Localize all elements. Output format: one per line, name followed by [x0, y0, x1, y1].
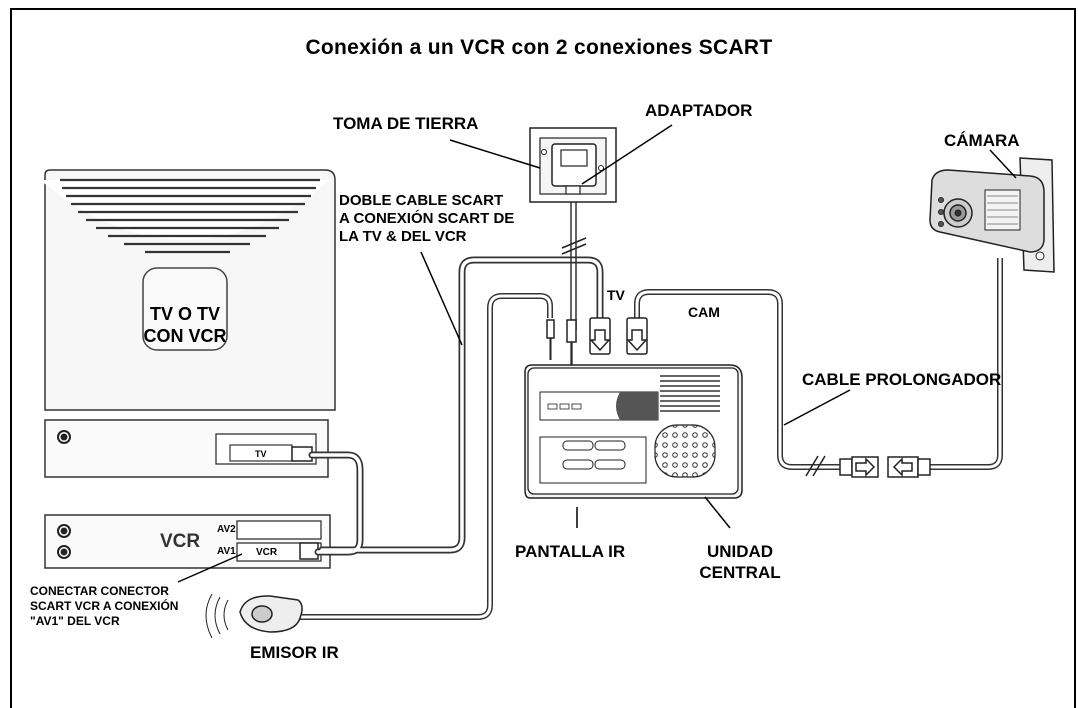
tv-scart-text: TV: [255, 449, 267, 459]
vcr-scart-text: VCR: [256, 547, 278, 558]
camera-label: CÁMARA: [944, 131, 1020, 150]
central-unit-label-1: UNIDAD: [706, 542, 774, 561]
tv-cable-label: TV: [607, 287, 625, 303]
tv-label-1: TV O TV: [149, 304, 220, 324]
av1-text: AV1: [217, 546, 236, 557]
scart-double-cable-inner: [310, 258, 602, 554]
double-scart-label-2: A CONEXIÓN SCART DE: [339, 210, 515, 227]
av2-text: AV2: [217, 524, 236, 535]
ir-screen-label: PANTALLA IR: [515, 542, 626, 561]
vcr-connect-label-2: SCART VCR A CONEXIÓN: [30, 599, 179, 613]
vcr-connect-label-3: "AV1" DEL VCR: [30, 614, 120, 628]
double-scart-label-1: DOBLE CABLE SCART: [339, 192, 504, 209]
vcr-connect-label-1: CONECTAR CONECTOR: [30, 584, 169, 598]
tv-label-2: CON VCR: [143, 326, 227, 346]
wall-adapter: [529, 127, 617, 203]
ir-emitter-label: EMISOR IR: [250, 643, 339, 662]
double-scart-label-3: LA TV & DEL VCR: [339, 228, 467, 245]
adapter-cable: [570, 195, 577, 330]
extension-cable-label: CABLE PROLONGADOR: [802, 370, 1002, 389]
tv-speaker-grille: [40, 178, 330, 254]
extension-connectors: [839, 456, 931, 478]
tv-logo-panel: [142, 267, 228, 351]
ir-emitter: [205, 593, 303, 639]
diagram-frame: [10, 8, 1076, 708]
plugs: [546, 317, 648, 365]
central-unit-label-2: CENTRAL: [699, 563, 781, 582]
tv-set: [40, 169, 336, 478]
ground-outlet-label: TOMA DE TIERRA: [333, 114, 479, 133]
camera: [929, 157, 1055, 273]
adapter-label: ADAPTADOR: [645, 101, 753, 120]
diagram-title: Conexión a un VCR con 2 conexiones SCART: [305, 36, 773, 59]
cam-cable-label: CAM: [688, 304, 720, 320]
central-unit: [524, 364, 743, 499]
leader-lines: [177, 124, 1017, 583]
vcr-brand-text: VCR: [160, 531, 201, 552]
vcr-unit: [44, 514, 331, 569]
